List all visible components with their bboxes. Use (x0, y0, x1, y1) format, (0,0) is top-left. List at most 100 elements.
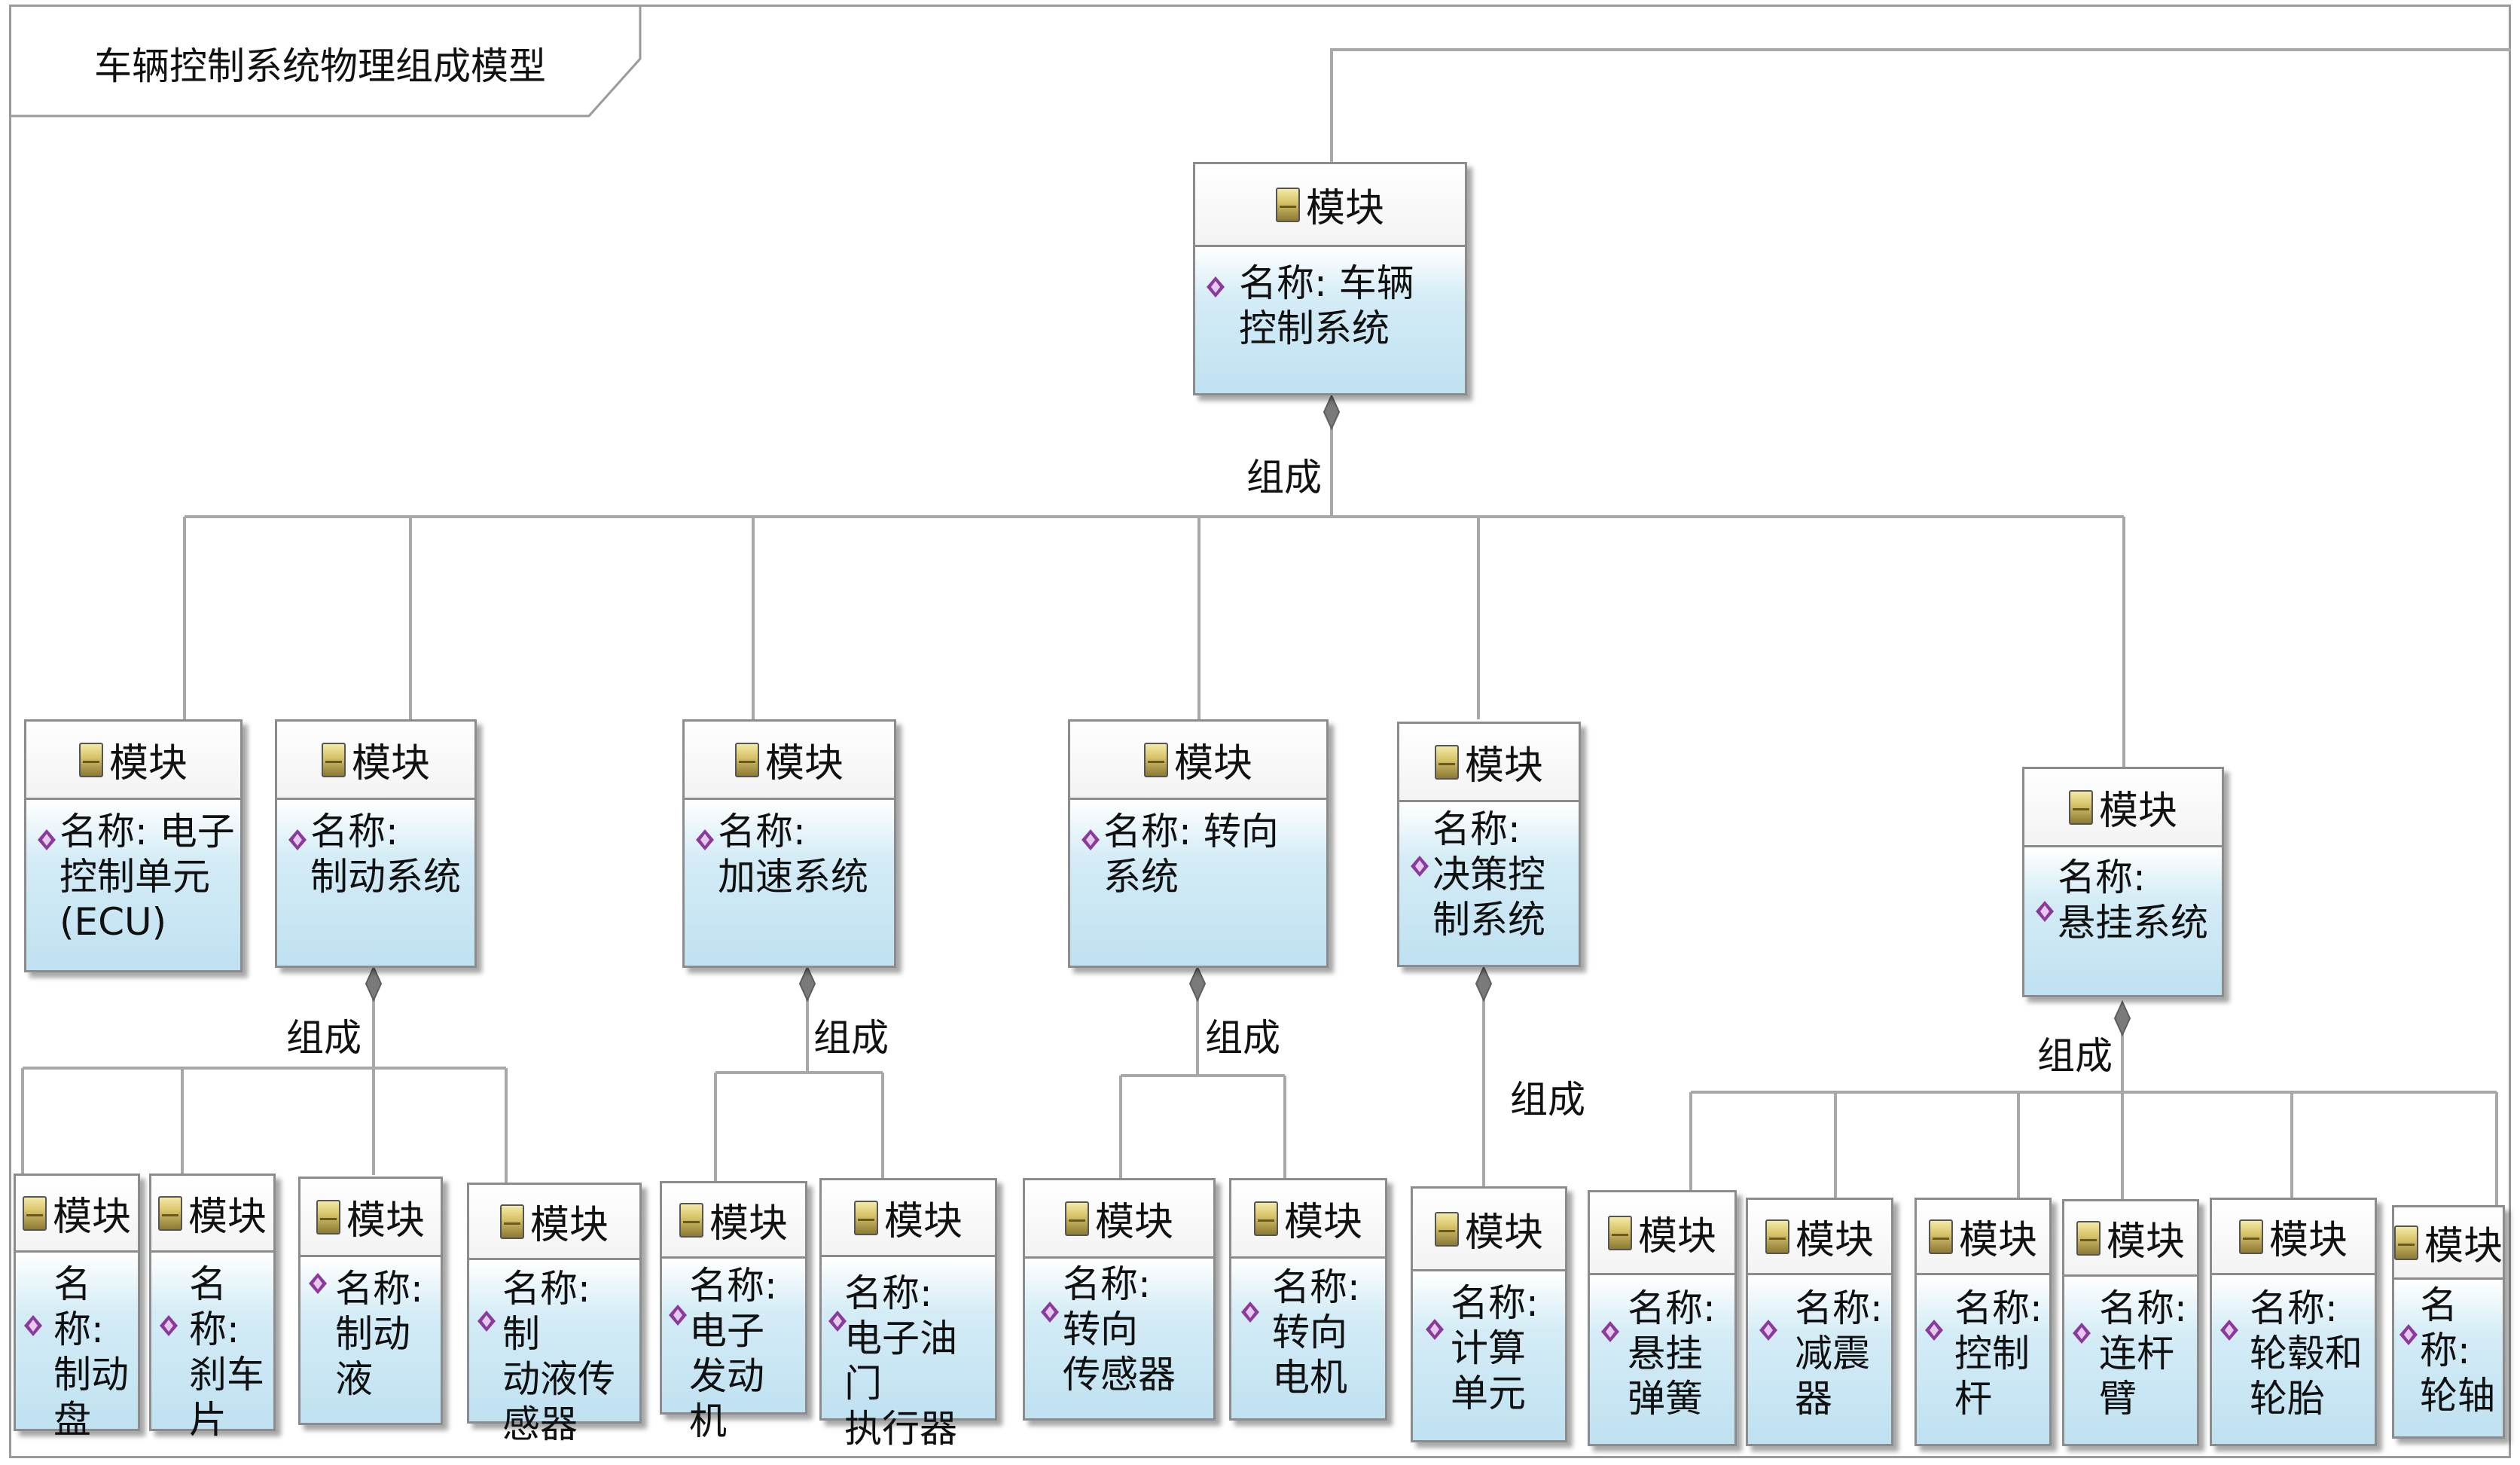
block-property: 名称: 控制 杆 (1954, 1286, 2043, 1421)
property-diamond-icon (38, 829, 56, 850)
block-property: 名称: 电子 发动机 (689, 1264, 777, 1443)
block-header: 模块 (685, 722, 894, 800)
block-ecu[interactable]: 模块 名称: 电子 控制单元 (ECU) (24, 719, 243, 972)
block-icon (1434, 1211, 1459, 1247)
block-link-arm[interactable]: 模块 名称: 连杆 臂 (2062, 1199, 2199, 1446)
block-control-arm[interactable]: 模块 名称: 控制 杆 (1914, 1198, 2052, 1446)
block-suspension-spring[interactable]: 模块 名称: 悬挂 弹簧 (1588, 1190, 1737, 1446)
block-property: 名称: 电子 控制单元 (ECU) (59, 810, 235, 944)
block-compute-unit[interactable]: 模块 名称: 计算 单元 (1411, 1186, 1567, 1442)
block-body: 名称: 电子 发动机 (662, 1259, 805, 1443)
block-vehicle-control-system[interactable]: 模块 名称: 车辆 控制系统 (1193, 162, 1467, 395)
block-stereotype: 模块 (1173, 741, 1252, 786)
property-diamond-icon (669, 1305, 687, 1326)
block-body: 名称: 电子油门 执行器 (822, 1257, 995, 1451)
block-icon (1765, 1219, 1789, 1254)
block-property: 名称: 轮轴 (2420, 1283, 2495, 1418)
composition-label-accel: 组成 (813, 1016, 889, 1060)
block-header: 模块 (301, 1179, 441, 1257)
block-property: 名称: 制动 液 (335, 1267, 423, 1401)
block-property: 名称: 加速系统 (718, 810, 868, 899)
block-property: 名称: 轮毂和 轮胎 (2250, 1286, 2363, 1421)
block-body: 名称: 控制 杆 (1917, 1275, 2049, 1444)
block-icon (1607, 1215, 1632, 1250)
composition-label-root: 组成 (1246, 456, 1322, 499)
block-suspension-system[interactable]: 模块 名称: 悬挂系统 (2022, 767, 2224, 997)
block-header: 模块 (151, 1176, 273, 1253)
block-electronic-throttle-actuator[interactable]: 模块 名称: 电子油门 执行器 (819, 1178, 997, 1451)
property-diamond-icon (160, 1315, 178, 1336)
block-property: 名称: 计算 单元 (1451, 1281, 1539, 1415)
block-brake-fluid[interactable]: 模块 名称: 制动 液 (298, 1177, 443, 1425)
block-body: 名称: 轮轴 (2394, 1280, 2503, 1436)
block-header: 模块 (1195, 164, 1465, 247)
block-icon (78, 742, 103, 777)
block-stereotype: 模块 (351, 741, 430, 786)
block-body: 名称: 决策控 制系统 (1399, 802, 1579, 965)
block-icon (2238, 1219, 2263, 1254)
block-stereotype: 模块 (529, 1203, 609, 1248)
block-body: 名称: 制动 液 (301, 1257, 441, 1423)
property-diamond-icon (24, 1315, 42, 1336)
property-diamond-icon (1426, 1319, 1444, 1340)
block-wheel-hub-and-tire[interactable]: 模块 名称: 轮毂和 轮胎 (2210, 1198, 2377, 1446)
property-diamond-icon (2073, 1323, 2091, 1344)
block-property: 名称: 转向 电机 (1272, 1265, 1360, 1399)
block-steering-motor[interactable]: 模块 名称: 转向 电机 (1229, 1178, 1387, 1421)
block-steering-sensor[interactable]: 模块 名称: 转向 传感器 (1023, 1178, 1216, 1421)
property-diamond-icon (288, 829, 307, 850)
block-steering-system[interactable]: 模块 名称: 转向 系统 (1068, 719, 1329, 968)
block-header: 模块 (277, 722, 474, 800)
block-body: 名称: 电子 控制单元 (ECU) (26, 800, 240, 970)
block-icon (316, 1199, 340, 1235)
block-icon (1143, 742, 1168, 777)
property-diamond-icon (1759, 1320, 1777, 1341)
block-shock-absorber[interactable]: 模块 名称: 减震 器 (1746, 1198, 1893, 1446)
property-diamond-icon (1041, 1302, 1059, 1323)
block-body: 名称: 连杆 臂 (2064, 1277, 2197, 1444)
block-stereotype: 模块 (1094, 1200, 1173, 1245)
property-diamond-icon (696, 829, 714, 850)
block-property: 名称: 悬挂系统 (2058, 856, 2208, 945)
block-stereotype: 模块 (188, 1195, 267, 1240)
block-property: 名称: 制动系统 (310, 810, 461, 899)
block-brake-disc[interactable]: 模块 名称: 制动 盘 (14, 1174, 140, 1442)
block-brake-pad[interactable]: 模块 名称: 刹车 片 (149, 1174, 276, 1442)
block-body: 名称: 计算 单元 (1413, 1271, 1565, 1440)
block-stereotype: 模块 (346, 1198, 425, 1244)
block-icon (734, 742, 759, 777)
composition-label-brake: 组成 (286, 1016, 362, 1060)
block-icon (679, 1202, 703, 1238)
block-acceleration-system[interactable]: 模块 名称: 加速系统 (682, 719, 896, 968)
block-header: 模块 (16, 1176, 138, 1253)
block-icon (853, 1200, 878, 1235)
block-property: 名称: 制动 盘 (53, 1262, 129, 1442)
property-diamond-icon (1925, 1320, 1943, 1341)
block-icon (1928, 1219, 1953, 1254)
block-header: 模块 (1025, 1180, 1213, 1259)
diagram-title-tab (9, 5, 642, 118)
block-header: 模块 (469, 1185, 639, 1260)
block-icon (1434, 744, 1459, 780)
block-body: 名称: 减震 器 (1748, 1275, 1891, 1444)
block-body: 名称: 转向 电机 (1231, 1259, 1385, 1418)
composition-label-suspension: 组成 (2037, 1034, 2113, 1078)
property-diamond-icon (1601, 1321, 1619, 1342)
block-property: 名称: 车辆 控制系统 (1239, 261, 1414, 350)
composition-label-steer: 组成 (1205, 1016, 1280, 1060)
composition-label-decide: 组成 (1510, 1078, 1585, 1122)
block-brake-fluid-sensor[interactable]: 模块 名称: 制 动液传 感器 (467, 1183, 642, 1446)
block-stereotype: 模块 (1795, 1218, 1874, 1263)
block-header: 模块 (1748, 1200, 1891, 1275)
property-diamond-icon (2036, 901, 2054, 922)
block-header: 模块 (2212, 1200, 2375, 1275)
block-property: 名称: 连杆 臂 (2099, 1286, 2187, 1421)
block-electronic-engine[interactable]: 模块 名称: 电子 发动机 (660, 1181, 807, 1443)
block-property: 名称: 电子油门 执行器 (844, 1271, 957, 1451)
block-stereotype: 模块 (108, 741, 188, 786)
block-property: 名称: 刹车 片 (189, 1262, 264, 1442)
block-decision-control-system[interactable]: 模块 名称: 决策控 制系统 (1397, 722, 1581, 967)
block-axle[interactable]: 模块 名称: 轮轴 (2392, 1205, 2505, 1439)
block-brake-system[interactable]: 模块 名称: 制动系统 (275, 719, 477, 968)
